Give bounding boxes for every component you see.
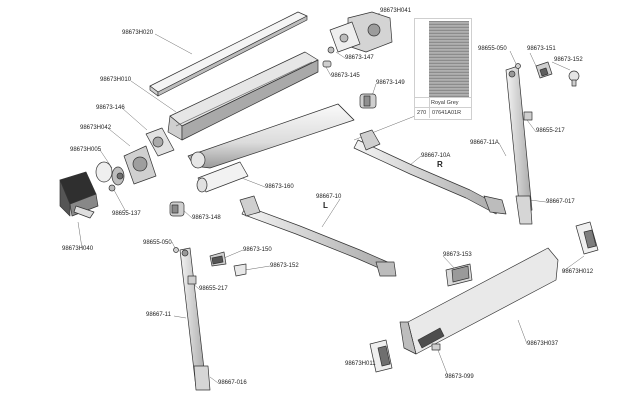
label-98673H037: 98673H037 (527, 341, 559, 347)
leg-left-98667-11 (179, 247, 211, 391)
fabric-swatch-ref: 07641A01R (432, 110, 462, 116)
fabric-swatch-texture (429, 21, 469, 97)
part-98673-099 (431, 343, 441, 351)
label-98655-217-right: 98655-217 (536, 128, 565, 134)
part-98673-153 (445, 263, 473, 287)
part-98673-148 (169, 201, 185, 217)
fabric-swatch: Royal Grey 270 07641A01R (414, 18, 472, 120)
label-98655-137: 98655-137 (112, 211, 141, 217)
fabric-swatch-name: Royal Grey (431, 100, 459, 106)
part-98673-147 (327, 46, 335, 54)
label-98673H041: 98673H041 (380, 8, 412, 14)
label-98673-147: 98673-147 (345, 55, 374, 61)
label-98667-10: 98667-10 (316, 194, 342, 200)
label-98667-11A: 98667-11A (470, 140, 499, 146)
leg-right-98667-11A (505, 65, 533, 225)
part-98655-137 (108, 184, 116, 192)
label-98673-153: 98673-153 (443, 252, 472, 258)
end-plate-98673-146 (145, 127, 175, 157)
label-98673-146: 98673-146 (96, 105, 125, 111)
label-98673-160: 98673-160 (265, 184, 294, 190)
label-98673H042: 98673H042 (80, 125, 112, 131)
part-98655-050-right (515, 63, 521, 69)
side-letter-right: R (437, 160, 443, 169)
label-98673-152-right: 98673-152 (554, 57, 583, 63)
cassette-profile-98673H010 (167, 51, 319, 141)
fabric-swatch-row: Royal Grey (415, 97, 471, 108)
label-98673H005: 98673H005 (70, 147, 102, 153)
label-98667-10A: 98667-10A (421, 153, 451, 159)
part-98673H012 (575, 221, 599, 255)
label-98655-217-left: 98655-217 (199, 286, 228, 292)
gear-98673H005 (95, 161, 125, 186)
label-98667-016: 98667-016 (218, 380, 247, 386)
part-98655-050-left (173, 247, 179, 253)
end-cap-98673H041 (329, 11, 393, 53)
part-98673-151 (535, 61, 553, 79)
label-98673H020: 98673H020 (122, 30, 154, 36)
part-98673-149 (359, 93, 377, 109)
part-98673-145 (322, 60, 332, 68)
arm-left-98667-10 (239, 195, 397, 277)
roller-tube (187, 103, 355, 169)
arm-right-98667-10A (353, 129, 507, 215)
side-letter-left: L (323, 201, 328, 210)
label-98673-148: 98673-148 (192, 215, 221, 221)
fabric-swatch-row: 270 07641A01R (415, 107, 471, 118)
fabric-swatch-code: 270 (417, 110, 427, 116)
label-98673H010: 98673H010 (100, 77, 132, 83)
end-cap-98673H042 (123, 145, 157, 185)
label-98673H011: 98673H011 (345, 361, 376, 367)
label-98673-149: 98673-149 (376, 80, 405, 86)
part-98655-217-right (523, 111, 533, 121)
part-98673-152-right (568, 70, 580, 87)
label-98673-145: 98673-145 (331, 73, 360, 79)
end-cap-98673H011 (369, 339, 393, 373)
label-98667-11: 98667-11 (146, 312, 171, 318)
label-98673-152-left: 98673-152 (270, 263, 299, 269)
label-98673-151: 98673-151 (527, 46, 556, 52)
front-bar-98673H037 (399, 247, 559, 355)
sleeve-98673-160 (196, 161, 249, 193)
part-98673-152-left (233, 263, 247, 277)
label-98673-099: 98673-099 (445, 374, 474, 380)
label-98673-150: 98673-150 (243, 247, 272, 253)
label-98673H012: 98673H012 (562, 269, 594, 275)
label-98655-050-left: 98655-050 (143, 240, 172, 246)
part-98655-217-left (187, 275, 197, 285)
crank-housing-98673H040 (59, 171, 99, 219)
part-98673-150 (209, 251, 227, 267)
label-98655-050-right: 98655-050 (478, 46, 507, 52)
top-cover-98673H020 (149, 11, 308, 97)
label-98673H040: 98673H040 (62, 246, 94, 252)
label-98667-017: 98667-017 (546, 199, 575, 205)
